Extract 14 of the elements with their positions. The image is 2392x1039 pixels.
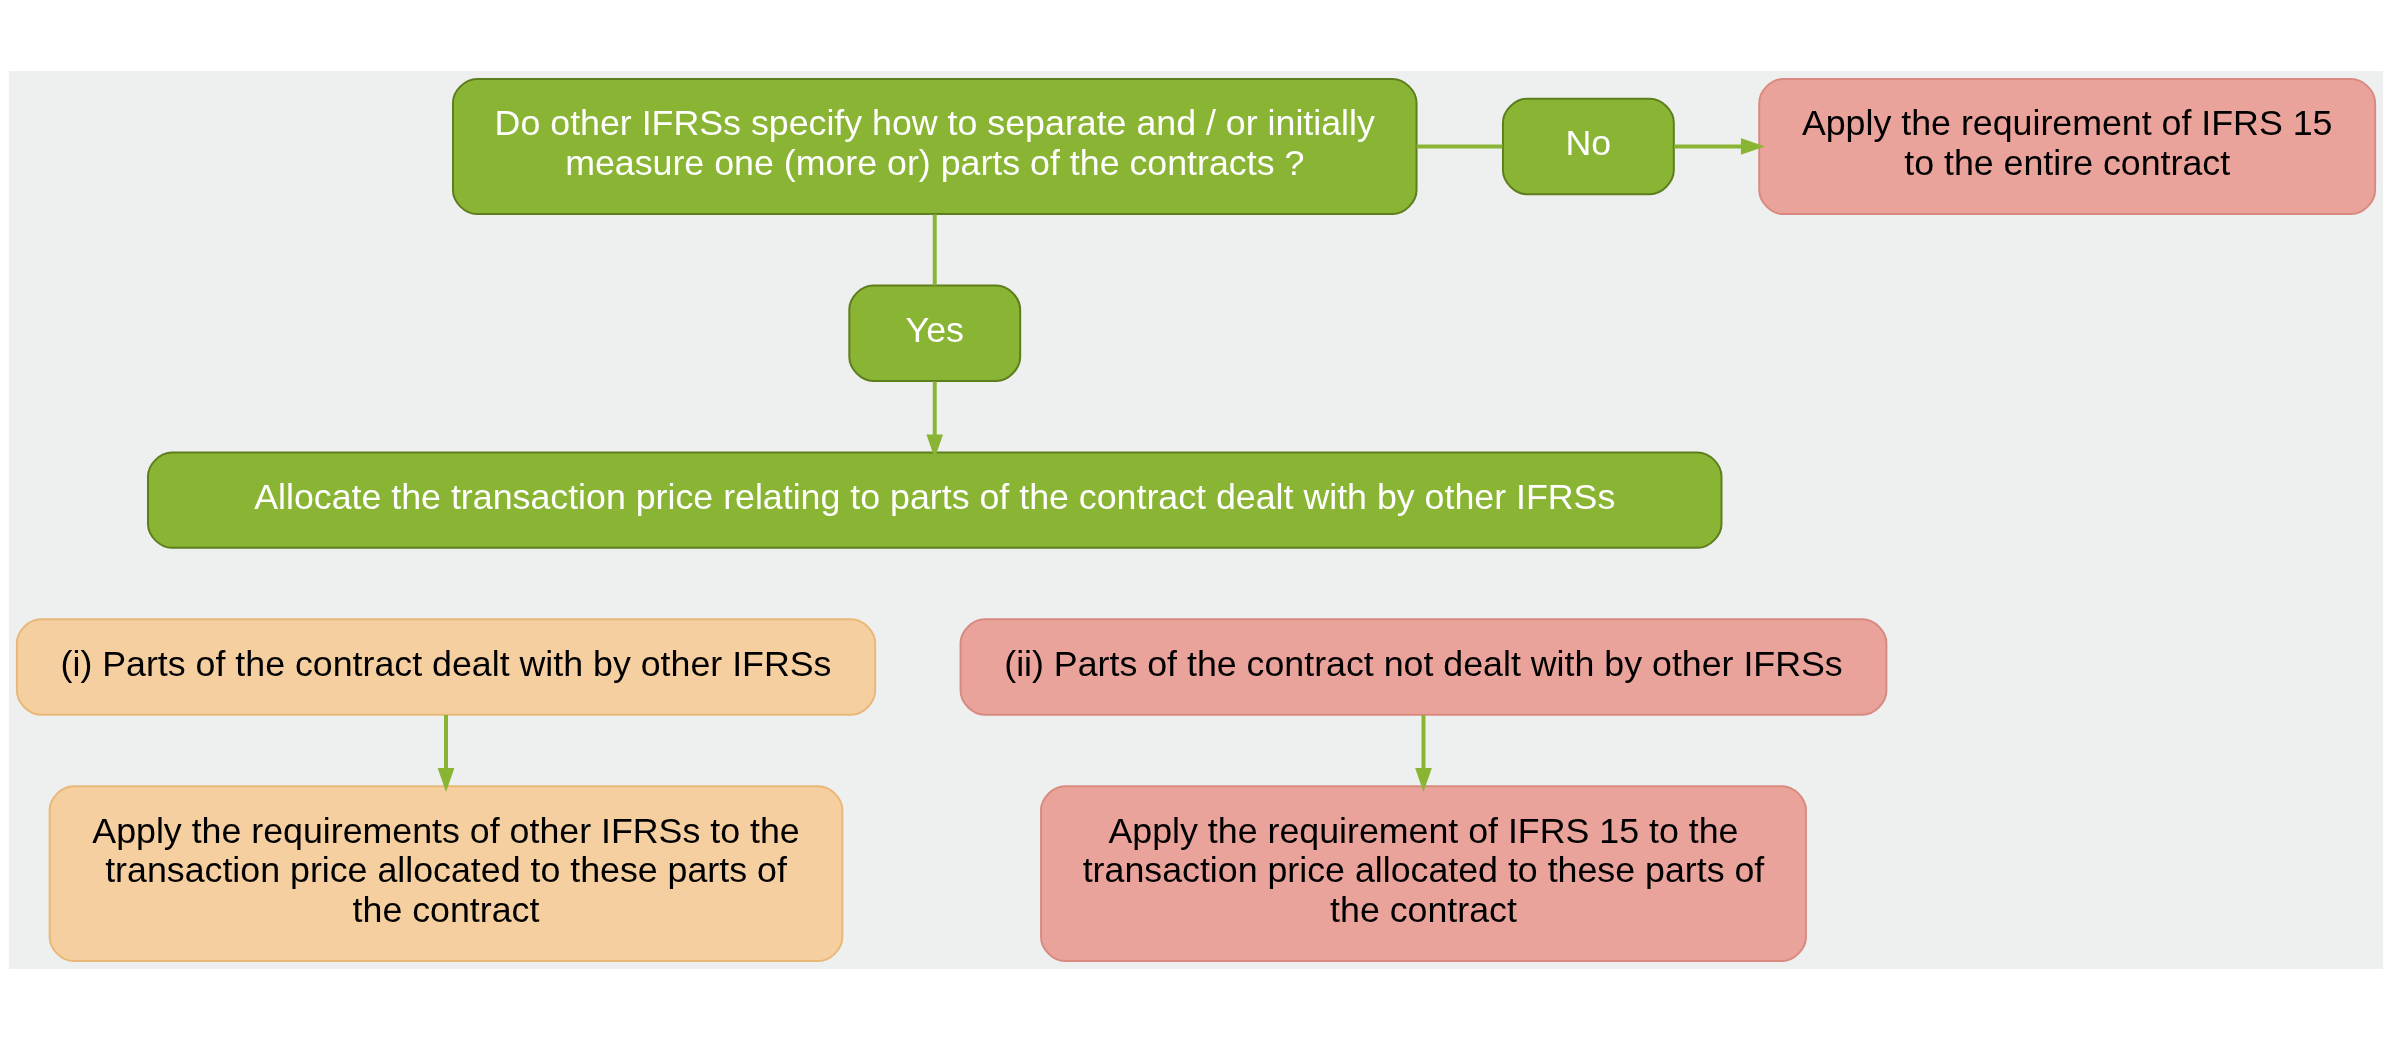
node-box: Apply the requirement of IFRS 15 to the entire contract	[1758, 77, 2377, 215]
node-box: Yes	[848, 284, 1022, 382]
node-box: (ii) Parts of the contract not dealt with by other IFRSs	[959, 617, 1888, 716]
arrow	[1674, 137, 1765, 155]
connector	[932, 213, 937, 285]
connector	[1416, 144, 1503, 148]
node-box: Allocate the transaction price relating to parts of the contract dealt with by other IFRSs	[147, 450, 1723, 549]
arrow	[437, 714, 455, 792]
arrow	[1415, 714, 1432, 792]
node-box: Apply the requirements of other IFRSs to the transaction price allocated to these parts of the contract	[48, 784, 844, 962]
node-box: No	[1501, 97, 1675, 195]
node-box: (i) Parts of the contract dealt with by other IFRSs	[15, 617, 877, 716]
node-box: Do other IFRSs specify how to separate and / or initially measure one (more or) parts of the contracts ?	[451, 77, 1418, 215]
node-box: Apply the requirement of IFRS 15 to the transaction price allocated to these parts of the contract	[1040, 784, 1807, 962]
